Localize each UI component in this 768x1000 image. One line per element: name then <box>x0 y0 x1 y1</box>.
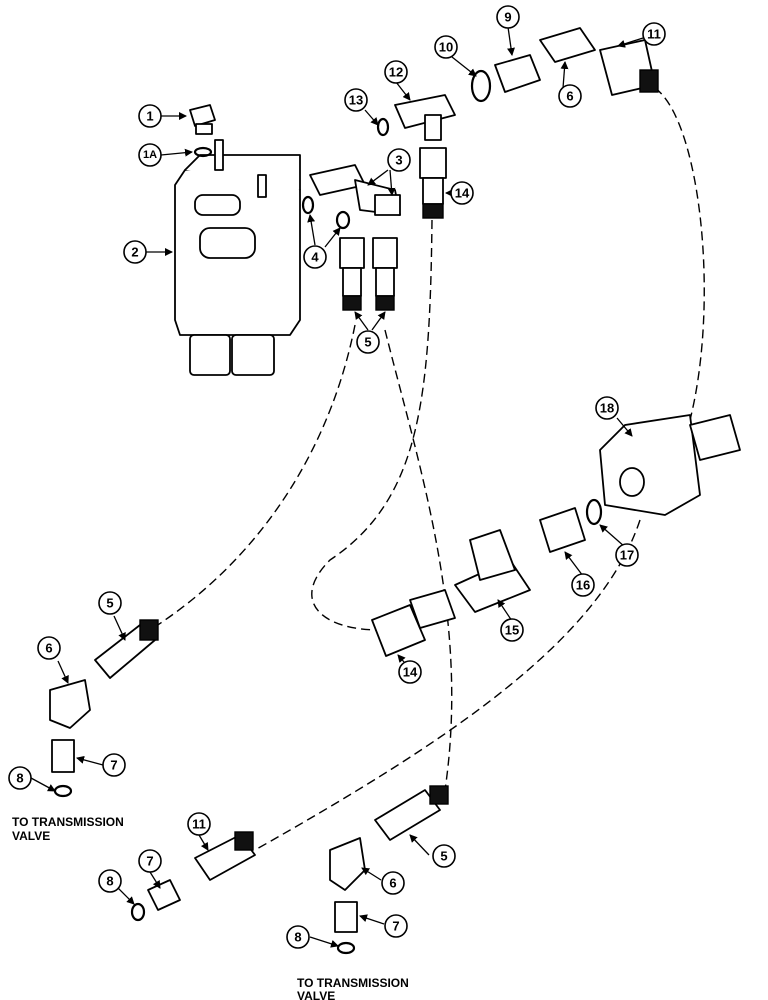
plug-part-1 <box>189 104 216 135</box>
lower-middle-assembly <box>130 831 256 922</box>
svg-text:5: 5 <box>364 335 371 350</box>
svg-text:3: 3 <box>395 153 402 168</box>
callout-12: 12 <box>384 60 408 84</box>
callout-2: 2 <box>123 240 147 264</box>
callout-9: 9 <box>496 5 520 29</box>
middle-fittings <box>371 498 603 657</box>
callout-5-left: 5 <box>98 591 122 615</box>
leader-lines <box>30 26 644 948</box>
upper-right-fittings <box>470 27 659 103</box>
lower-left-assembly <box>49 619 159 798</box>
callout-16: 16 <box>571 573 595 597</box>
callout-14-middle: 14 <box>398 660 422 684</box>
svg-text:1A: 1A <box>143 149 157 161</box>
callout-7-middle: 7 <box>138 849 162 873</box>
svg-text:16: 16 <box>576 578 590 593</box>
svg-text:7: 7 <box>146 854 153 869</box>
callout-5-top: 5 <box>356 330 380 354</box>
svg-text:14: 14 <box>403 665 418 680</box>
svg-text:7: 7 <box>392 919 399 934</box>
callout-13: 13 <box>344 88 368 112</box>
svg-text:5: 5 <box>440 849 447 864</box>
svg-text:18: 18 <box>600 401 614 416</box>
callout-6-left: 6 <box>37 636 61 660</box>
callout-1a: 1A <box>138 143 162 167</box>
callout-18: 18 <box>595 396 619 420</box>
hose-lines <box>149 87 705 851</box>
callout-8-left: 8 <box>8 766 32 790</box>
callout-6-top: 6 <box>558 84 582 108</box>
svg-text:12: 12 <box>389 65 403 80</box>
svg-text:4: 4 <box>311 250 319 265</box>
callout-8-bottom: 8 <box>286 925 310 949</box>
callout-8-middle: 8 <box>98 869 122 893</box>
svg-text:10: 10 <box>439 40 453 55</box>
callout-14-top: 14 <box>450 181 474 205</box>
callout-6-bottom: 6 <box>381 871 405 895</box>
svg-text:11: 11 <box>647 27 661 42</box>
callout-10: 10 <box>434 35 458 59</box>
top-hose-ends <box>339 147 447 311</box>
callout-17: 17 <box>615 543 639 567</box>
callout-15: 15 <box>500 618 524 642</box>
manifold-block-18 <box>599 414 741 516</box>
lower-right-assembly <box>329 785 449 955</box>
callout-7-left: 7 <box>102 753 126 777</box>
callout-7-bottom: 7 <box>384 914 408 938</box>
valve-assembly <box>174 139 301 376</box>
svg-text:2: 2 <box>131 245 138 260</box>
svg-text:6: 6 <box>566 89 573 104</box>
svg-text:9: 9 <box>504 10 511 25</box>
callout-4: 4 <box>303 245 327 269</box>
callout-11-bottom: 11 <box>187 812 211 836</box>
svg-text:14: 14 <box>455 186 470 201</box>
svg-text:13: 13 <box>349 93 363 108</box>
svg-text:1: 1 <box>146 109 153 124</box>
svg-text:17: 17 <box>620 548 634 563</box>
svg-text:8: 8 <box>294 930 301 945</box>
oring-1a <box>193 146 213 158</box>
note-left-line1: TO TRANSMISSION <box>12 815 124 829</box>
svg-text:6: 6 <box>389 876 396 891</box>
svg-text:8: 8 <box>106 874 113 889</box>
note-left-line2: VALVE <box>12 829 50 843</box>
callout-11-top: 11 <box>642 22 666 46</box>
callout-5-bottom: 5 <box>432 844 456 868</box>
note-bottom-line2: VALVE <box>297 989 335 1000</box>
svg-text:6: 6 <box>45 641 52 656</box>
svg-text:11: 11 <box>192 817 206 832</box>
svg-text:5: 5 <box>106 596 113 611</box>
svg-text:7: 7 <box>110 758 117 773</box>
callout-3: 3 <box>387 148 411 172</box>
callout-1: 1 <box>138 104 162 128</box>
svg-text:8: 8 <box>16 771 23 786</box>
note-bottom-line1: TO TRANSMISSION <box>297 976 409 990</box>
svg-text:15: 15 <box>505 623 519 638</box>
